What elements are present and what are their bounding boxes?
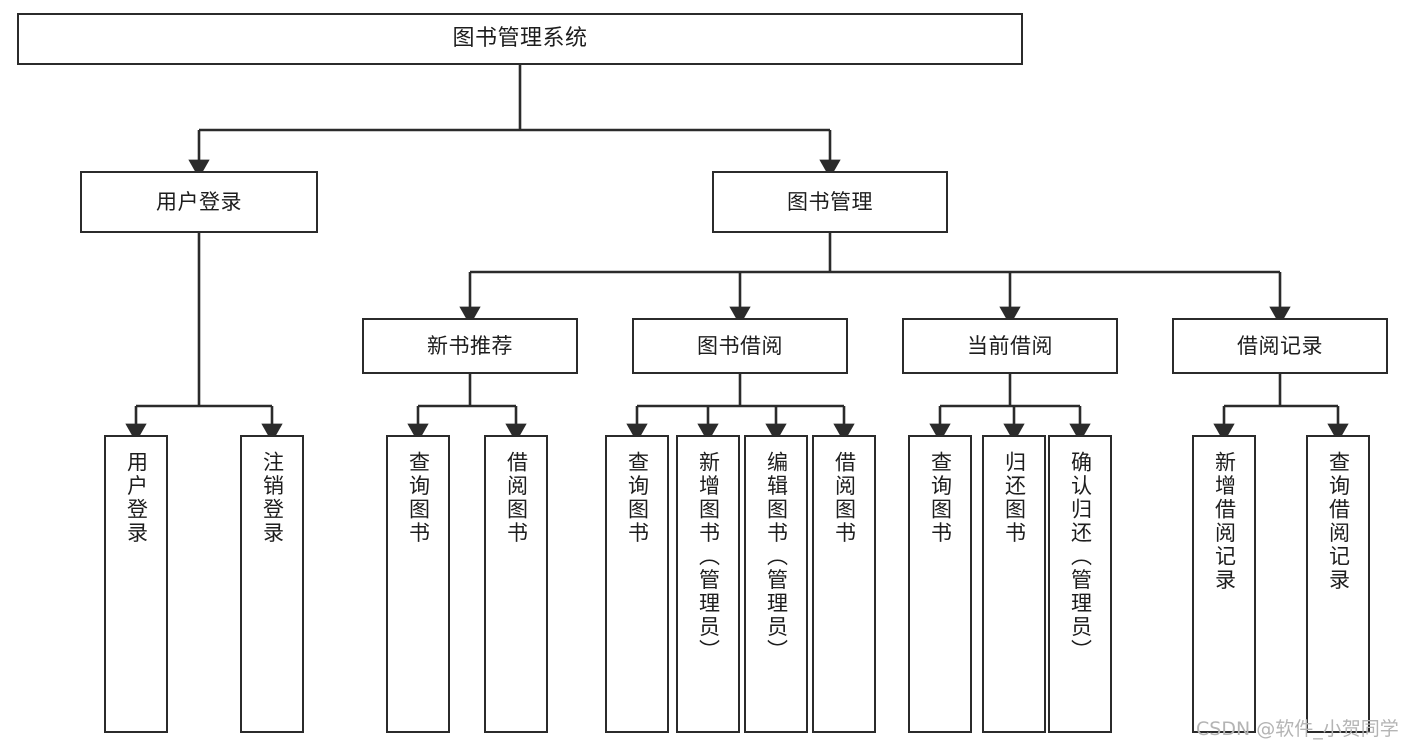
node-l-q1[interactable]: 查询图书: [386, 435, 450, 733]
node-l-edit[interactable]: 编辑图书（管理员）: [744, 435, 808, 733]
node-l-q2[interactable]: 查询图书: [605, 435, 669, 733]
node-label: 用户登录: [156, 189, 242, 214]
csdn-watermark: CSDN @软件_小贺同学: [1196, 718, 1399, 740]
node-login[interactable]: 用户登录: [80, 171, 318, 233]
node-label: 查询图书: [406, 451, 431, 545]
node-l-q3[interactable]: 查询图书: [908, 435, 972, 733]
node-current[interactable]: 当前借阅: [902, 318, 1118, 374]
node-label: 用户登录: [124, 451, 149, 545]
node-l-logout[interactable]: 注销登录: [240, 435, 304, 733]
node-l-confirm[interactable]: 确认归还（管理员）: [1048, 435, 1112, 733]
node-label: 新书推荐: [427, 333, 513, 358]
node-l-userlogin[interactable]: 用户登录: [104, 435, 168, 733]
node-root[interactable]: 图书管理系统: [17, 13, 1023, 65]
node-history[interactable]: 借阅记录: [1172, 318, 1388, 374]
node-label: 确认归还（管理员）: [1068, 451, 1093, 663]
node-l-borrow1[interactable]: 借阅图书: [484, 435, 548, 733]
node-label: 图书管理: [787, 189, 873, 214]
node-label: 注销登录: [260, 451, 285, 545]
node-l-borrow2[interactable]: 借阅图书: [812, 435, 876, 733]
node-label: 当前借阅: [967, 333, 1053, 358]
node-label: 归还图书: [1002, 451, 1027, 545]
node-label: 查询借阅记录: [1326, 451, 1351, 592]
node-label: 借阅图书: [832, 451, 857, 545]
node-l-return[interactable]: 归还图书: [982, 435, 1046, 733]
node-borrow[interactable]: 图书借阅: [632, 318, 848, 374]
node-label: 借阅记录: [1237, 333, 1323, 358]
node-label: 查询图书: [625, 451, 650, 545]
node-label: 图书借阅: [697, 333, 783, 358]
node-l-addrec[interactable]: 新增借阅记录: [1192, 435, 1256, 733]
node-label: 借阅图书: [504, 451, 529, 545]
node-label: 编辑图书（管理员）: [764, 451, 789, 663]
node-l-add[interactable]: 新增图书（管理员）: [676, 435, 740, 733]
node-label: 新增图书（管理员）: [696, 451, 721, 663]
node-label: 新增借阅记录: [1212, 451, 1237, 592]
edge-paths: [125, 65, 1349, 443]
node-bookmgmt[interactable]: 图书管理: [712, 171, 948, 233]
node-newrec[interactable]: 新书推荐: [362, 318, 578, 374]
node-label: 图书管理系统: [452, 26, 588, 52]
node-label: 查询图书: [928, 451, 953, 545]
node-l-qrec[interactable]: 查询借阅记录: [1306, 435, 1370, 733]
